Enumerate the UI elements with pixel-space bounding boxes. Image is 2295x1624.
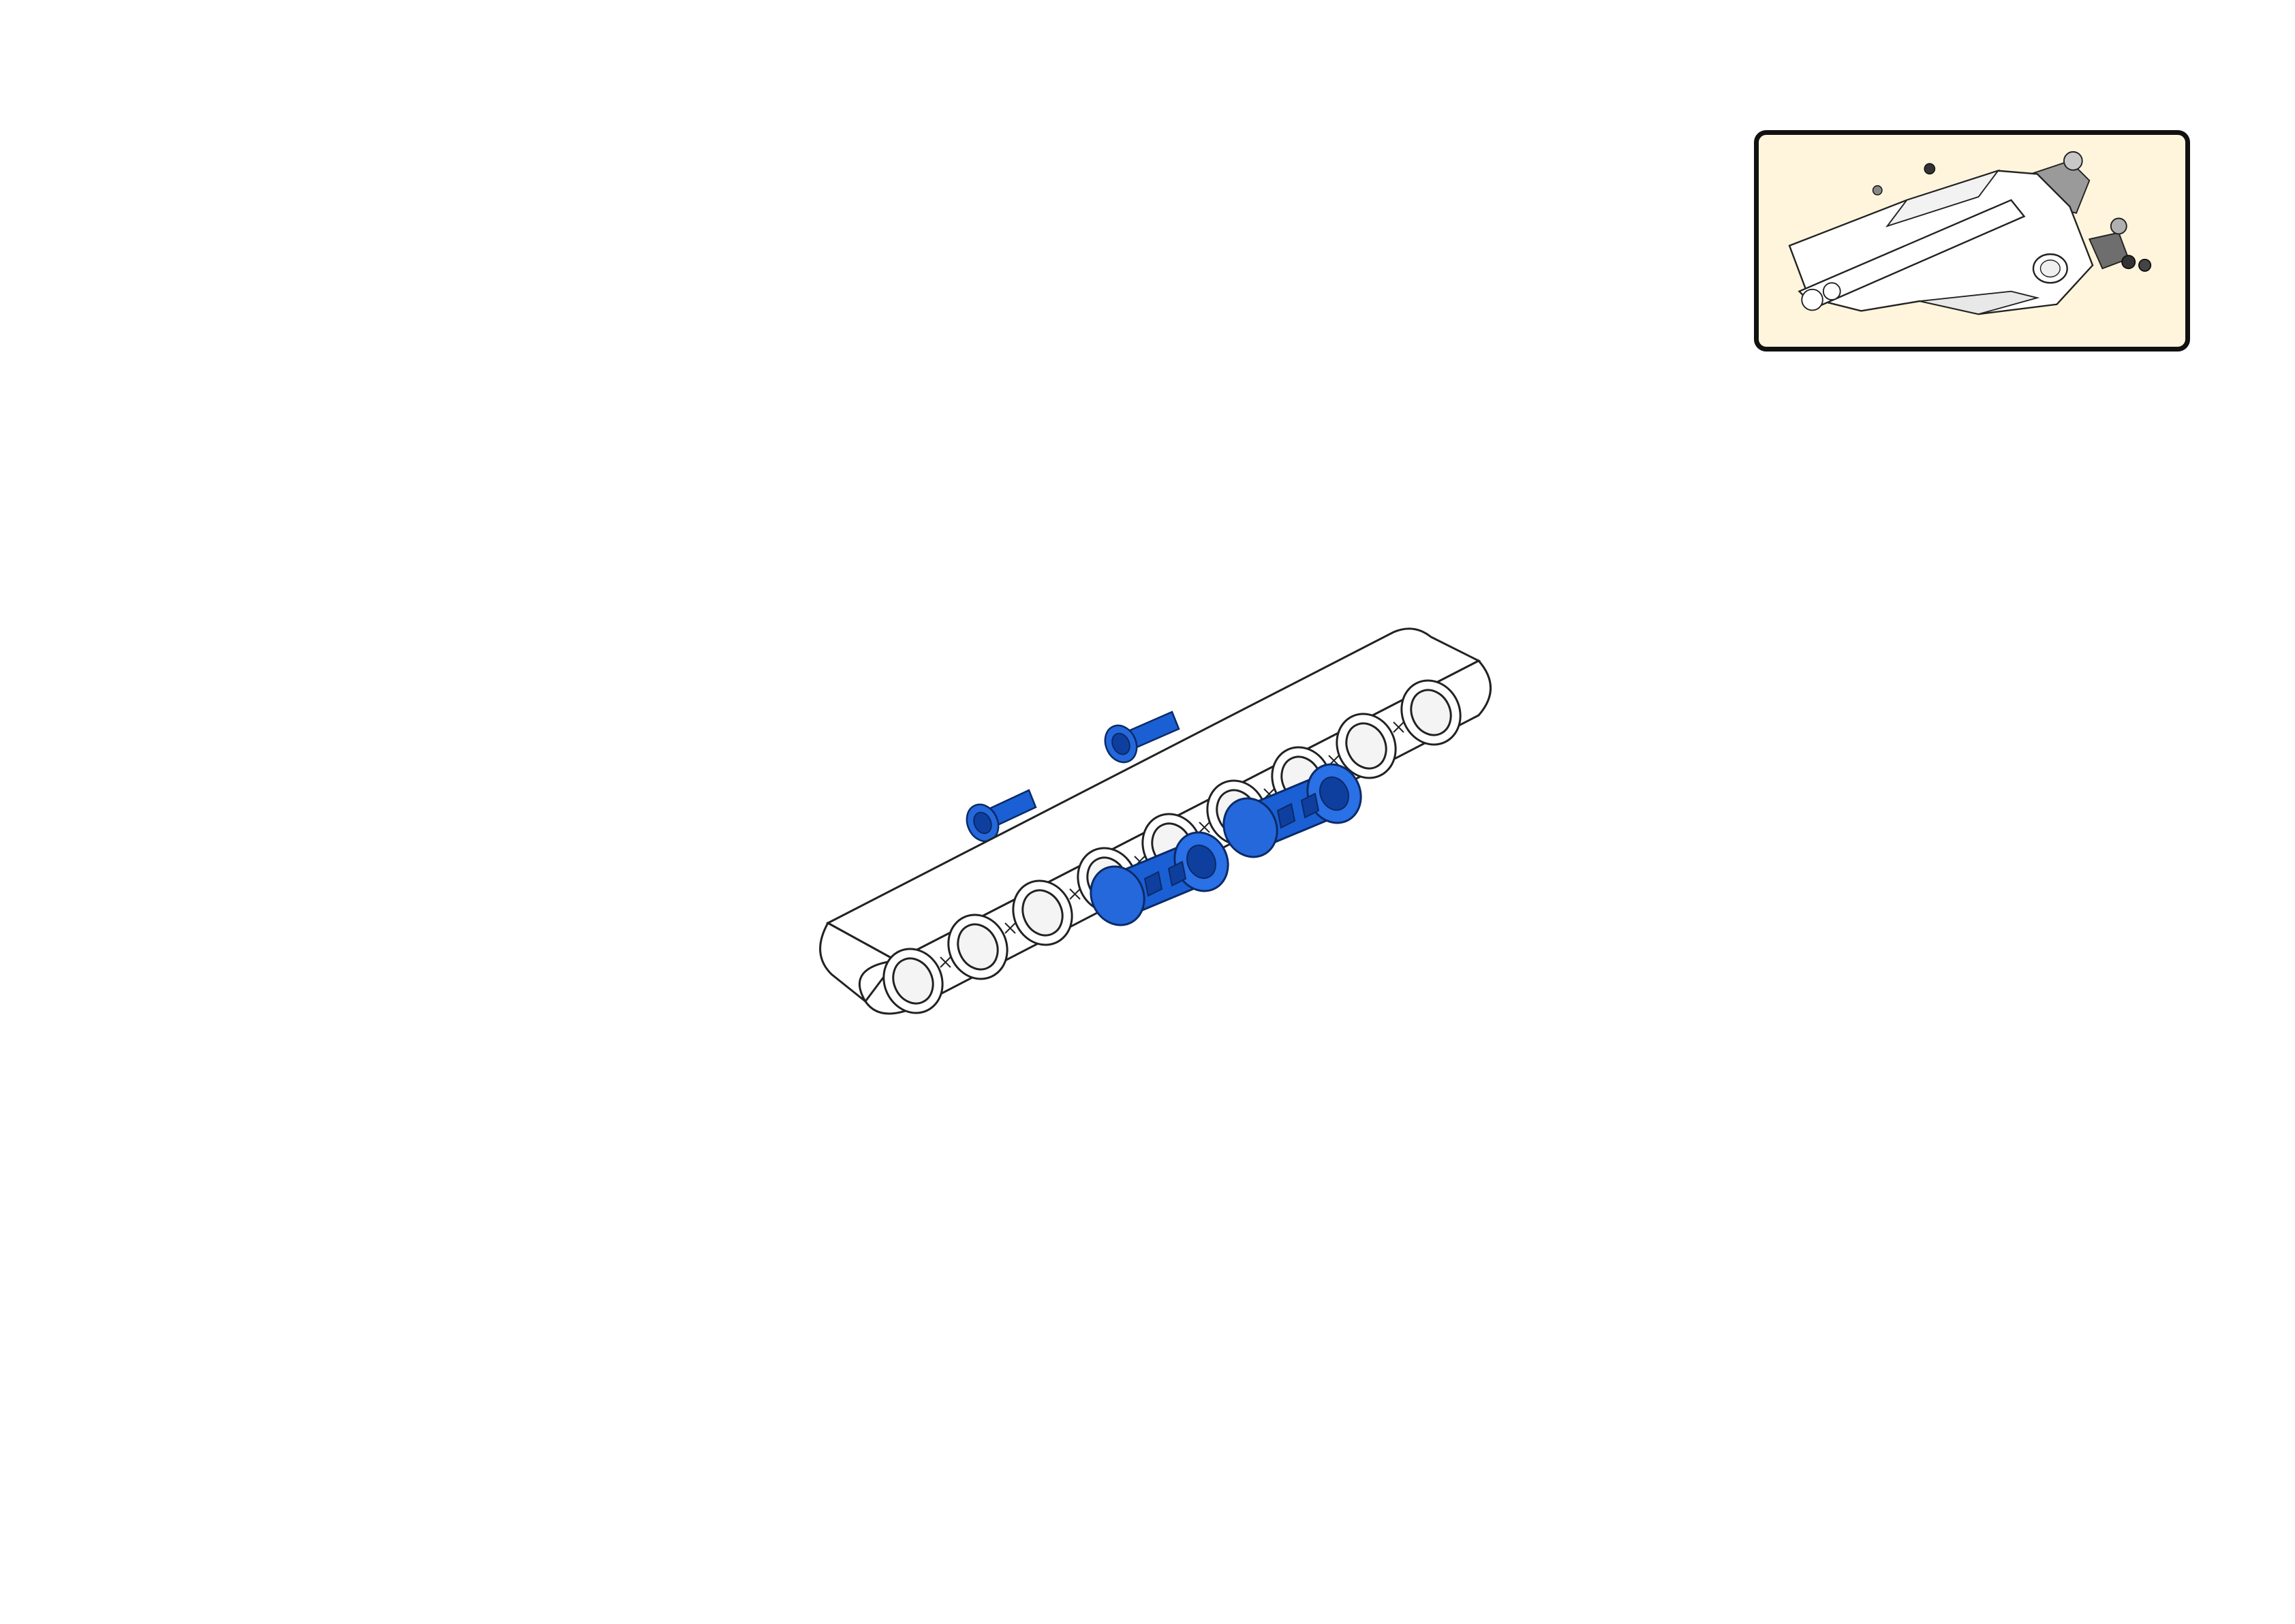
rear-grey-parts [2029,151,2152,272]
build-step-illustration [819,627,1492,1015]
technic-beam-icon [819,627,1492,1015]
blue-pin-front-right-icon [1222,763,1362,858]
front-beam [1798,199,2026,311]
top-stud [1924,163,1936,175]
completed-model-thumbnail-icon [1788,151,2152,315]
model-preview-panel [1754,130,2190,352]
blue-pin-back-right [1104,710,1180,764]
blue-pin-front-left-icon [1090,831,1229,926]
